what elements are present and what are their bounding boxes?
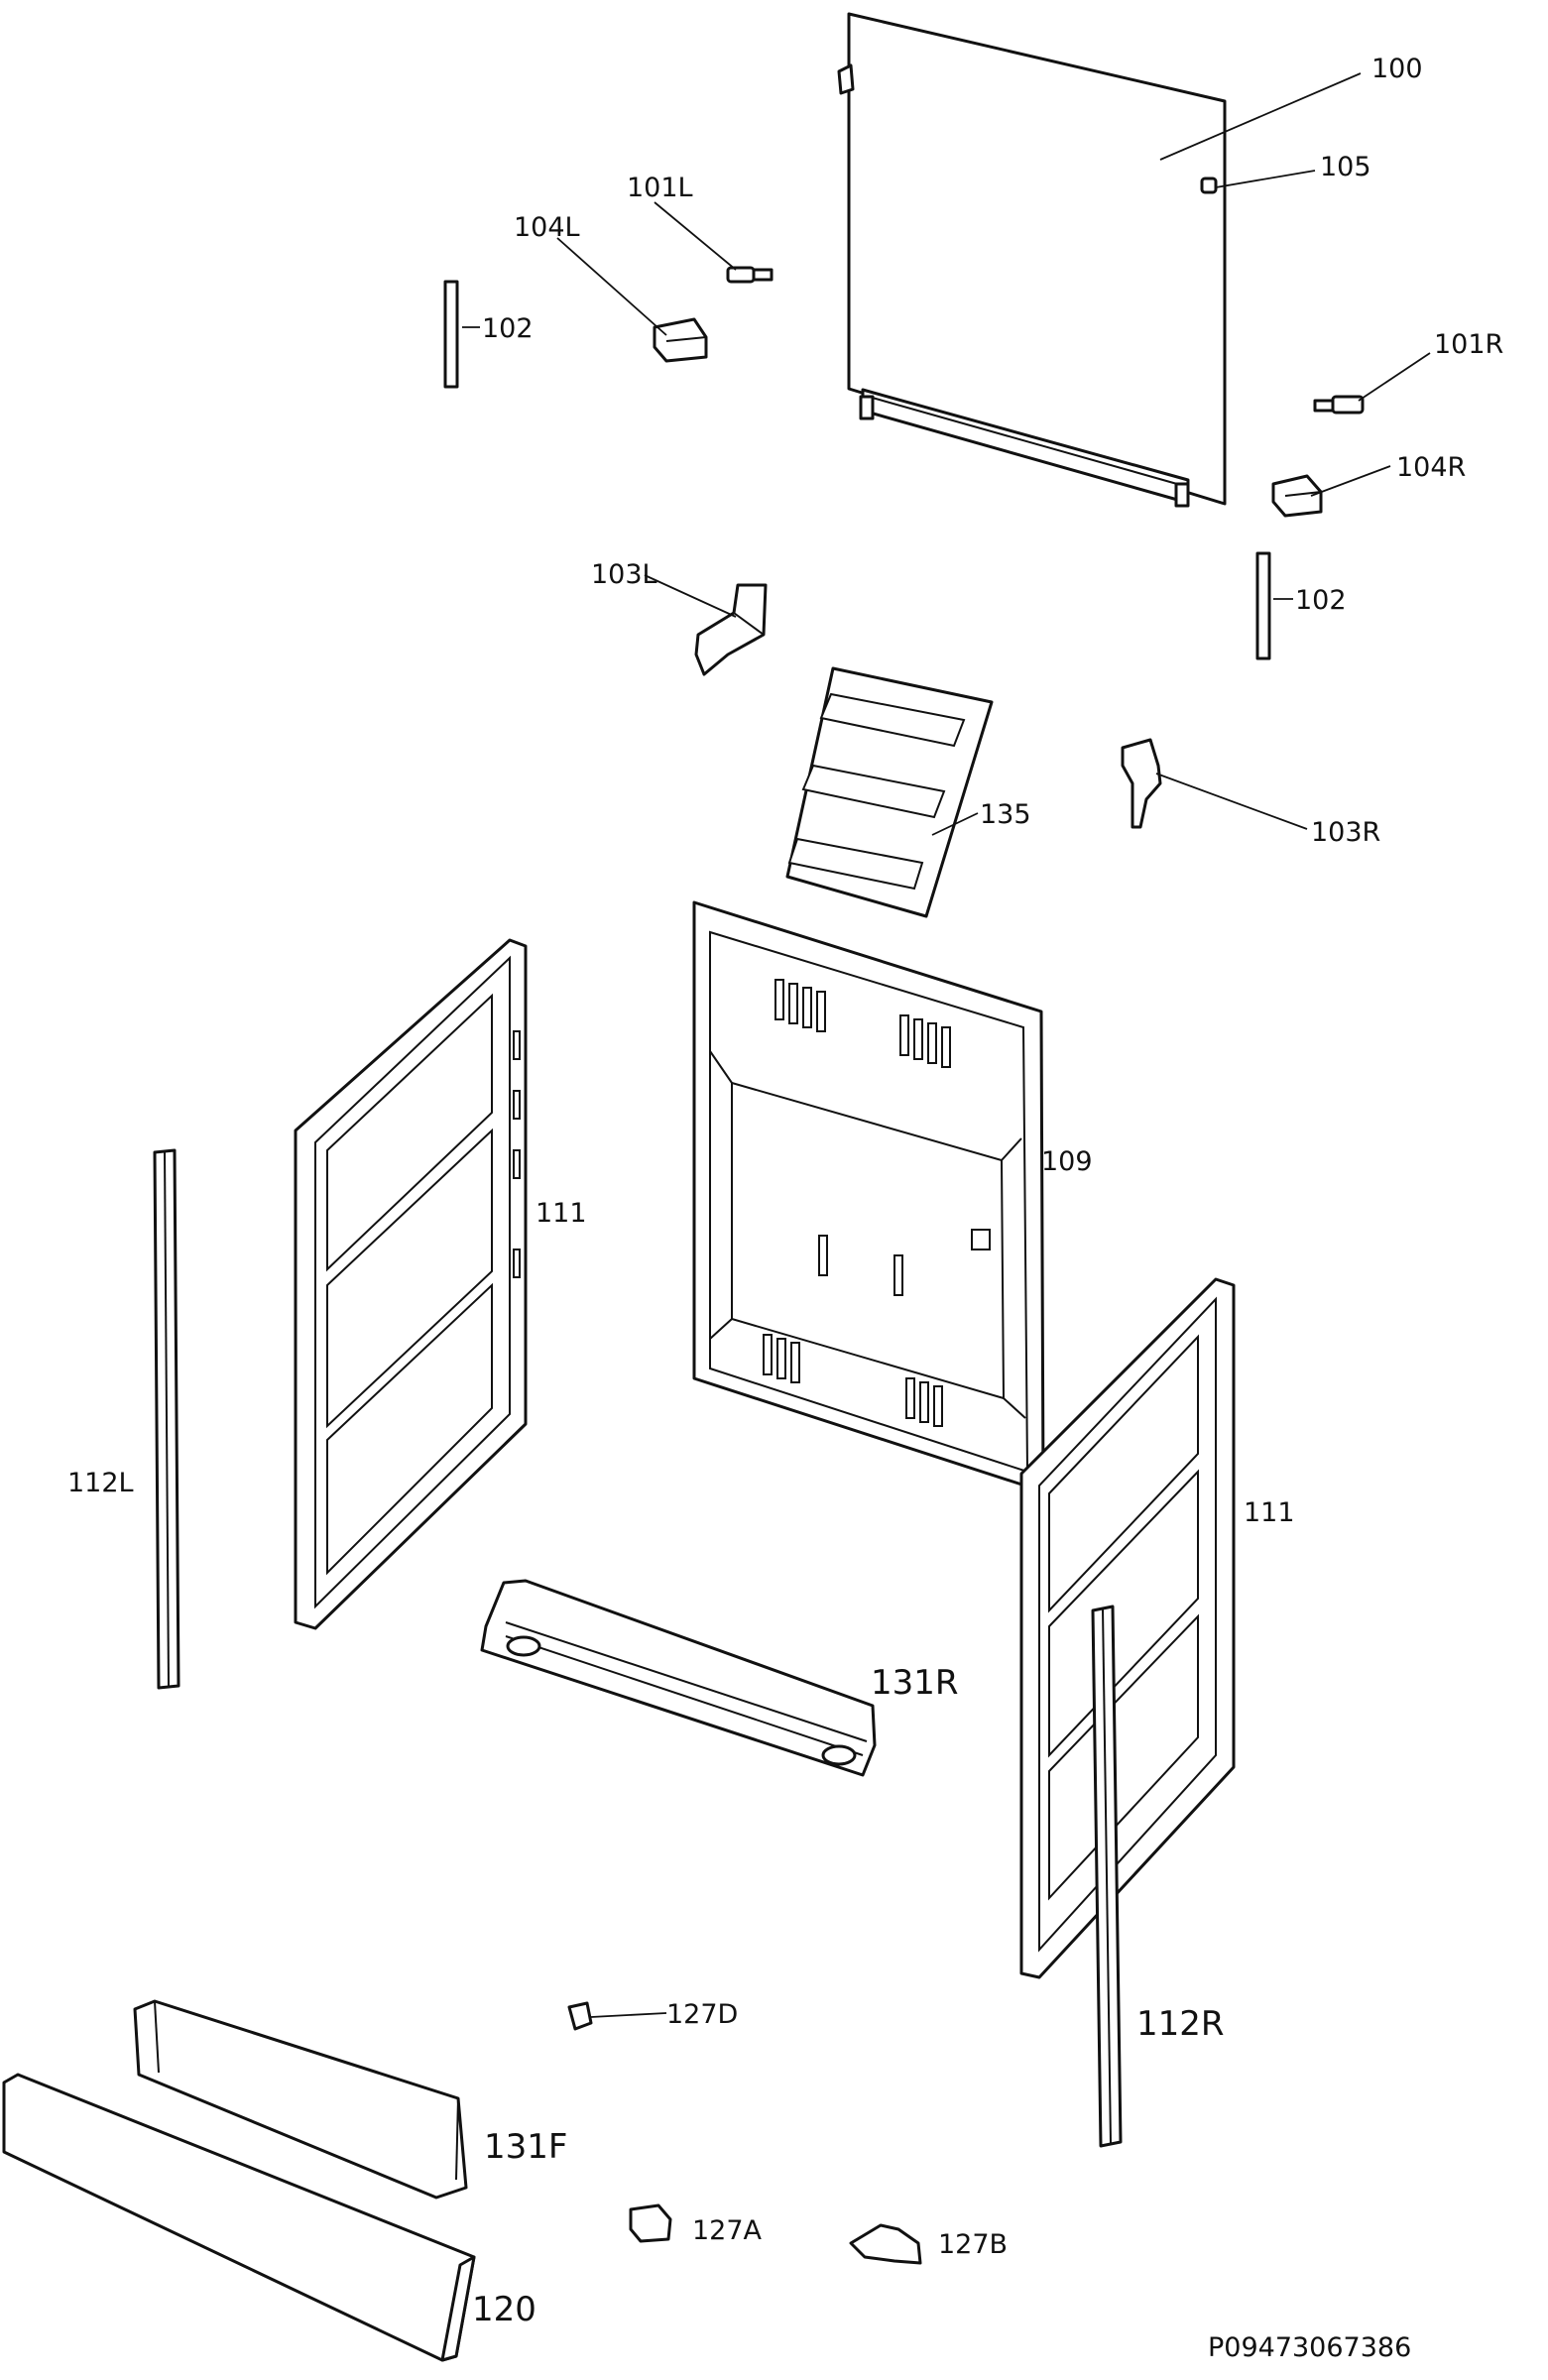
leader-104L bbox=[556, 237, 667, 336]
label-101L: 101L bbox=[627, 173, 693, 203]
label-104R: 104R bbox=[1396, 452, 1466, 483]
leader-101L bbox=[654, 201, 737, 271]
part-105-clip bbox=[1200, 177, 1218, 194]
part-111-side-frame-right bbox=[1019, 1277, 1236, 1979]
leader-100 bbox=[1159, 72, 1362, 161]
part-127D-clip bbox=[567, 2001, 593, 2031]
part-104R-hinge-block bbox=[1271, 474, 1323, 518]
part-112R-side-rail bbox=[1091, 1605, 1123, 2148]
label-109: 109 bbox=[1041, 1146, 1093, 1177]
part-127A-block bbox=[629, 2203, 672, 2243]
part-131R-rear-rail bbox=[480, 1579, 877, 1777]
label-105: 105 bbox=[1320, 152, 1371, 182]
part-100-top-panel bbox=[837, 12, 1227, 508]
label-127A: 127A bbox=[692, 2215, 763, 2246]
label-120: 120 bbox=[472, 2290, 536, 2329]
leader-101R bbox=[1358, 352, 1431, 402]
label-135: 135 bbox=[980, 799, 1031, 830]
part-131F-front-rail bbox=[133, 1999, 468, 2200]
label-131R: 131R bbox=[871, 1663, 959, 1703]
label-127D: 127D bbox=[666, 1999, 738, 2030]
label-103R: 103R bbox=[1311, 817, 1380, 848]
part-101R-screw bbox=[1313, 395, 1365, 415]
part-101L-screw bbox=[726, 266, 774, 284]
label-102-left: 102 bbox=[482, 313, 534, 344]
part-112L-side-rail bbox=[153, 1148, 180, 1690]
label-127B: 127B bbox=[938, 2229, 1008, 2260]
label-102-right: 102 bbox=[1295, 585, 1347, 616]
leader-135 bbox=[931, 812, 979, 836]
leader-103L bbox=[644, 574, 737, 618]
leader-127D bbox=[590, 2012, 667, 2018]
label-101R: 101R bbox=[1434, 329, 1503, 360]
part-135-shelf-support bbox=[785, 666, 994, 918]
label-104L: 104L bbox=[514, 212, 580, 243]
label-112R: 112R bbox=[1136, 2004, 1225, 2044]
part-104L-hinge-block bbox=[653, 317, 708, 363]
part-102-strip-right bbox=[1255, 551, 1271, 660]
leader-103R bbox=[1155, 773, 1308, 830]
label-131F: 131F bbox=[484, 2127, 567, 2167]
part-111-side-frame-left bbox=[294, 938, 528, 1630]
label-111-left: 111 bbox=[536, 1198, 587, 1229]
part-102-strip-left bbox=[443, 280, 459, 389]
part-127B-bracket bbox=[849, 2223, 922, 2265]
label-100: 100 bbox=[1371, 54, 1423, 84]
part-103L-bracket bbox=[694, 583, 768, 676]
label-111-right: 111 bbox=[1244, 1497, 1295, 1528]
document-code: P09473067386 bbox=[1208, 2332, 1411, 2363]
part-120-kickplate bbox=[2, 2073, 476, 2362]
leader-104R bbox=[1310, 465, 1391, 497]
label-103L: 103L bbox=[591, 559, 657, 590]
label-112L: 112L bbox=[67, 1468, 134, 1498]
part-103R-bracket bbox=[1121, 738, 1162, 829]
leader-105 bbox=[1215, 170, 1316, 188]
part-109-back-panel bbox=[692, 900, 1045, 1493]
